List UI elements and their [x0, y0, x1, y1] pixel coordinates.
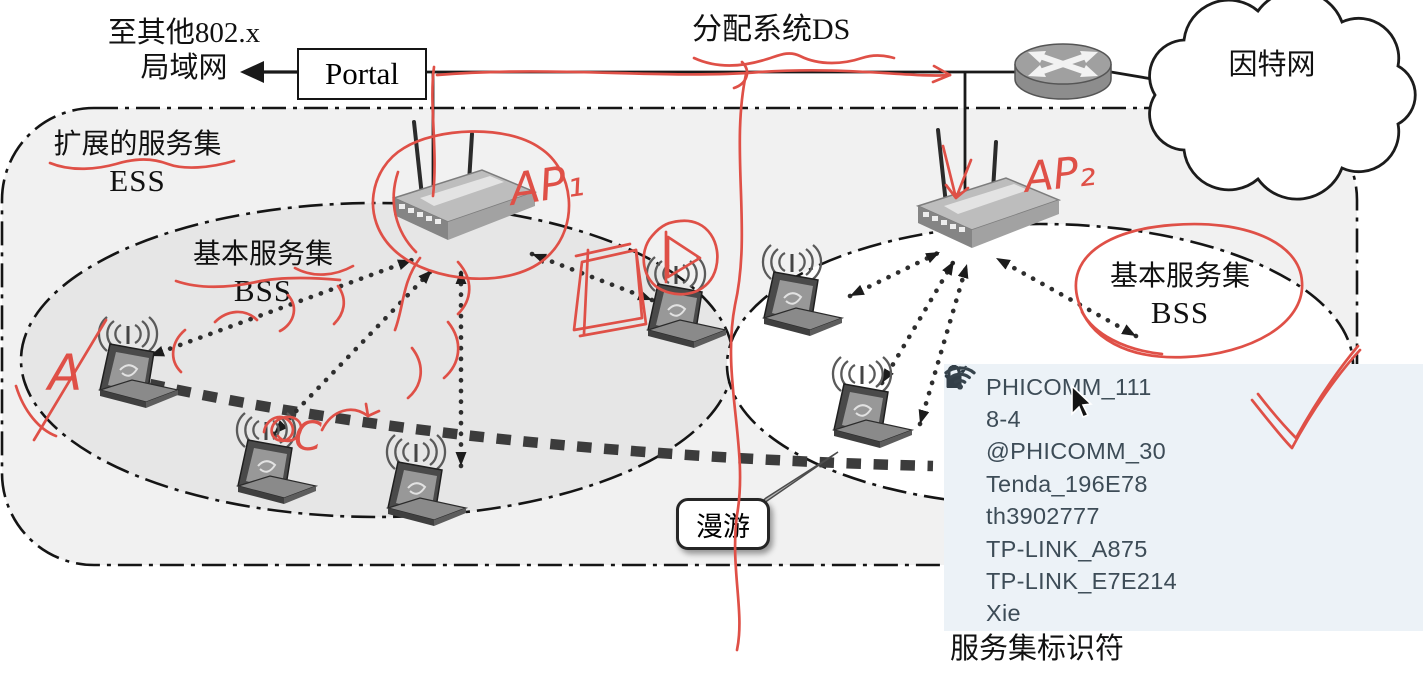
router	[1014, 43, 1112, 100]
bss-right-label: 基本服务集 BSS	[1085, 260, 1275, 331]
wifi-menu-item[interactable]: TP-LINK_E7E214	[944, 365, 1423, 597]
bss-right-title: 基本服务集	[1109, 261, 1250, 292]
wifi-menu-item[interactable]: PHICOMM_111	[944, 365, 1423, 403]
wifi-menu-item[interactable]: 8-4	[944, 365, 1423, 435]
portal-label: Portal	[324, 56, 400, 91]
other-lan-label: 至其他802.x 局域网	[74, 16, 294, 86]
roaming-path	[148, 378, 934, 472]
internet-label: 因特网	[1228, 49, 1316, 81]
bss-left-title: 基本服务集	[192, 239, 333, 270]
bss-left-abbr: BSS	[233, 272, 293, 308]
roaming-label: 漫游	[696, 511, 750, 542]
other-lan-line1: 至其他802.x	[107, 17, 261, 49]
other-lan-line2: 局域网	[140, 51, 228, 84]
portal-arrow	[240, 61, 297, 83]
wifi-menu-item[interactable]: Tenda_196E78	[944, 365, 1423, 500]
wifi-menu: PHICOMM_111 8-4 @PHICOMM_30 Tenda_196E78	[944, 364, 1423, 631]
portal-node: Portal	[297, 48, 427, 100]
wifi-menu-item[interactable]: th3902777	[944, 365, 1423, 533]
bss-left-label: 基本服务集 BSS	[168, 238, 358, 309]
wifi-menu-item[interactable]: TP-LINK_A875	[944, 365, 1423, 565]
bss-right-abbr: BSS	[1150, 294, 1210, 330]
distribution-system-label: 分配系统DS	[692, 13, 851, 46]
ess-label: 扩展的服务集 ESS	[30, 128, 245, 199]
ess-title: 扩展的服务集	[53, 129, 222, 160]
wifi-menu-item[interactable]: @PHICOMM_30	[944, 365, 1423, 468]
roaming-callout: 漫游	[676, 498, 770, 550]
ssid-caption: 服务集标识符	[950, 633, 1125, 665]
ess-abbr: ESS	[109, 162, 166, 198]
wifi-menu-item[interactable]: Xie	[944, 365, 1423, 630]
internet-cloud	[1148, 0, 1417, 201]
